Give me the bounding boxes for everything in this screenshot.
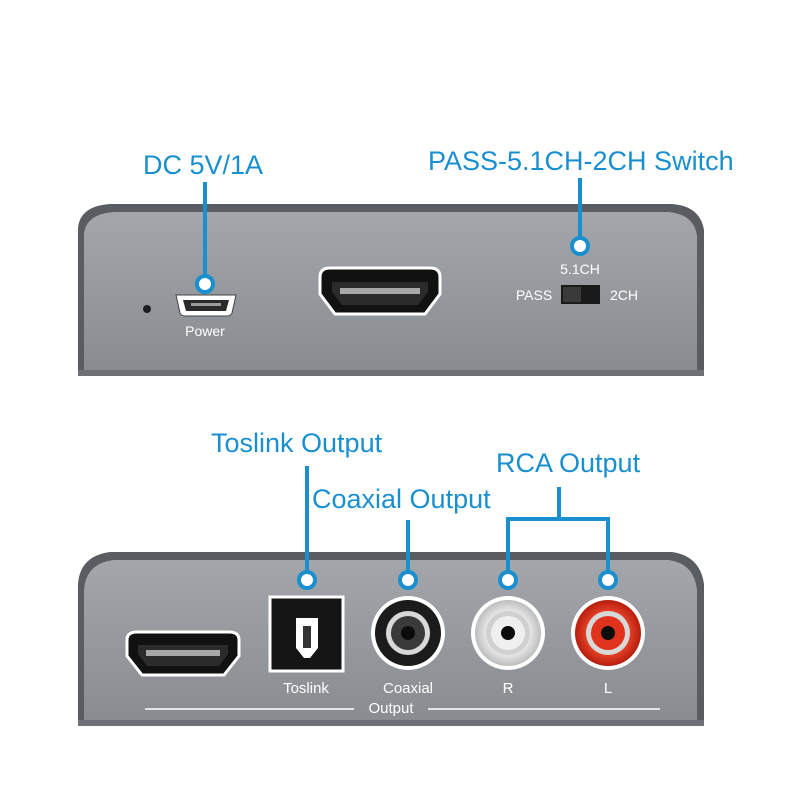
label-switch-pass: PASS: [515, 287, 553, 303]
rca-jack-icon[interactable]: [471, 596, 545, 670]
coaxial-jack-icon[interactable]: [371, 596, 445, 670]
label-switch-5-1ch: 5.1CH: [560, 261, 600, 277]
label-switch-2ch: 2CH: [609, 287, 638, 303]
toslink-port-icon[interactable]: [268, 595, 345, 673]
label-power: Power: [185, 323, 225, 339]
callout-rca-output: RCA Output: [496, 448, 641, 478]
label-l: L: [603, 680, 613, 697]
hdmi-port-icon[interactable]: [125, 630, 241, 677]
callout-toslink-output: Toslink Output: [211, 428, 383, 458]
label-r: R: [502, 680, 514, 697]
label-output-group: Output: [368, 700, 414, 717]
callout-mode-switch: PASS-5.1CH-2CH Switch: [428, 146, 734, 176]
micro-usb-port-icon[interactable]: [175, 294, 237, 317]
rca-jack-icon[interactable]: [571, 596, 645, 670]
label-toslink: Toslink: [283, 680, 329, 697]
label-coaxial: Coaxial: [382, 680, 434, 697]
callout-coaxial-output: Coaxial Output: [312, 484, 491, 514]
callout-dc-power: DC 5V/1A: [143, 150, 264, 180]
hdmi-port-icon[interactable]: [318, 266, 442, 316]
slide-switch-icon[interactable]: [561, 285, 600, 304]
led-indicator-icon: [143, 305, 151, 313]
